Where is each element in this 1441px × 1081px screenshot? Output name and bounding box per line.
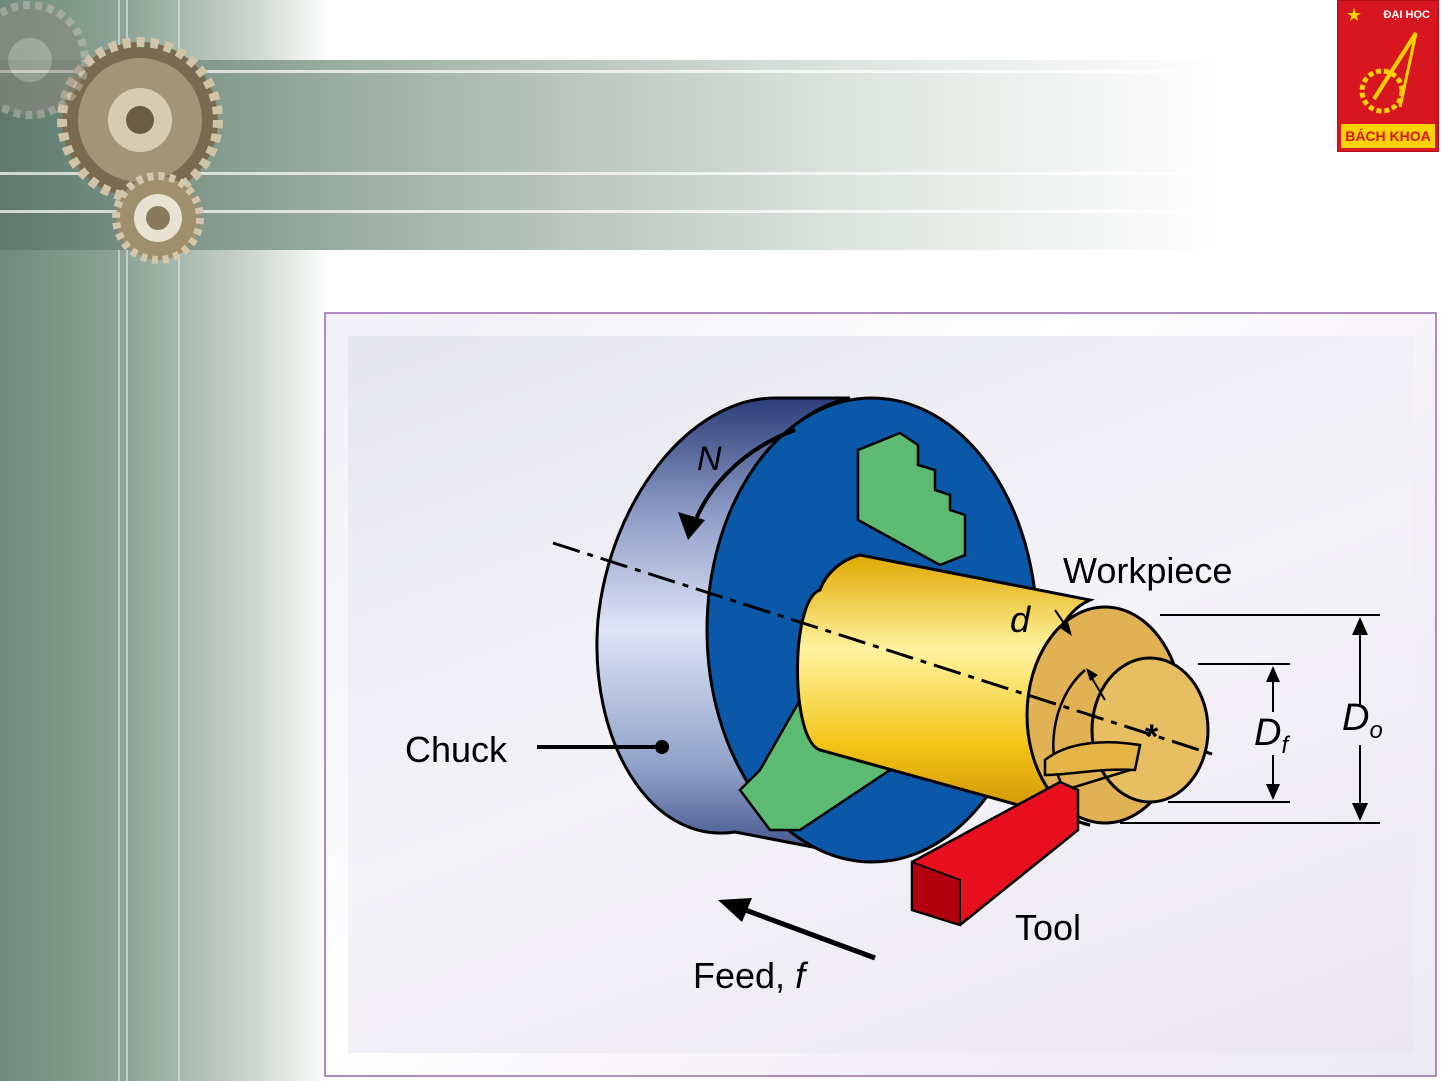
chuck-label: Chuck [405,729,508,770]
original-diameter-label: Do [1342,697,1383,744]
feed-arrow-head [718,898,752,922]
depth-label: d [1010,599,1031,640]
feed-label: Feed, f [693,955,809,996]
final-diameter-label: Df [1254,712,1290,759]
center-mark: * [1145,718,1159,756]
feed-arrow [740,908,875,958]
tool-label: Tool [1015,907,1081,948]
workpiece-label: Workpiece [1063,550,1232,591]
rotation-label: N [697,440,722,478]
chuck-pointer-dot [655,740,669,754]
